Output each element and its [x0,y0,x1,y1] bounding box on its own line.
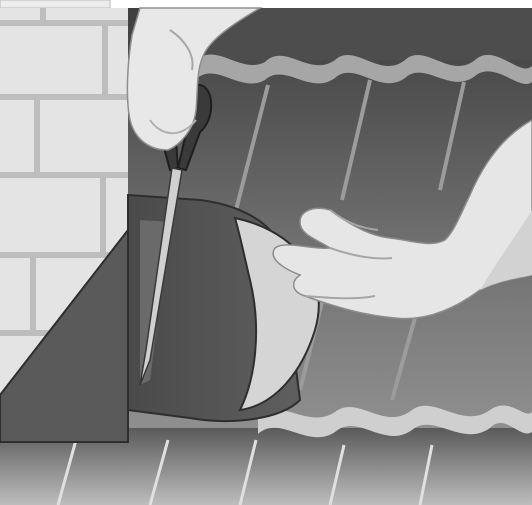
top-left-band [0,0,110,8]
